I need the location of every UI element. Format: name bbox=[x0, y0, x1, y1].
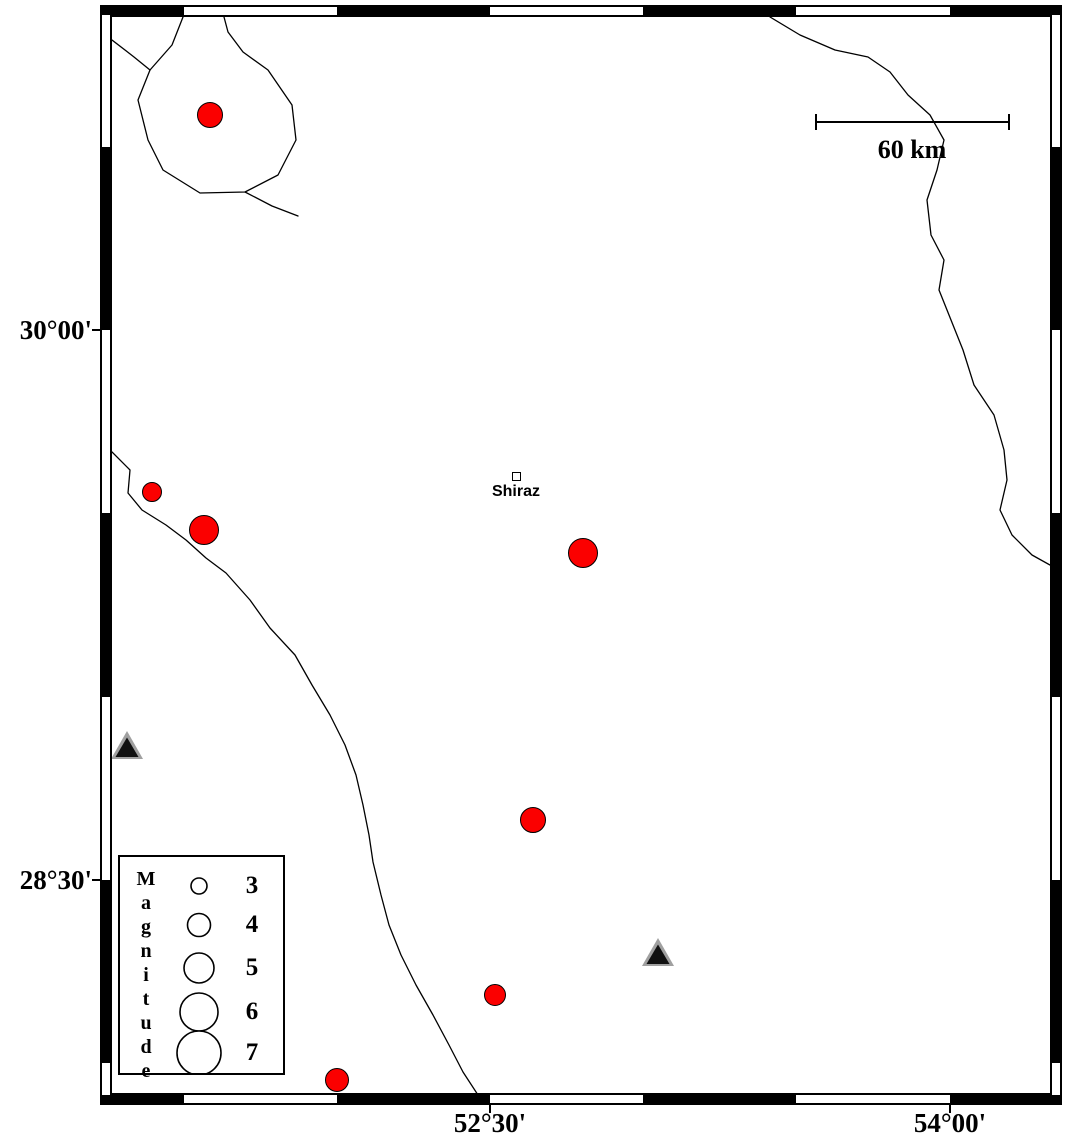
earthquake-marker bbox=[189, 515, 219, 545]
frame-segment bbox=[337, 1095, 490, 1103]
marker-layer bbox=[112, 17, 1050, 1093]
frame-segment bbox=[102, 147, 110, 330]
magnitude-legend: Magnitude 3 4 5 6 7 bbox=[118, 855, 285, 1084]
axis-label-lon-5400: 54°00' bbox=[913, 1108, 987, 1138]
axis-tick bbox=[92, 879, 100, 881]
frame-segment bbox=[102, 880, 110, 1063]
frame-segment bbox=[337, 7, 490, 15]
frame-segment bbox=[643, 7, 796, 15]
legend-magnitude-circle bbox=[179, 992, 219, 1032]
frame-segment bbox=[1052, 147, 1060, 330]
scale-bar-line bbox=[815, 121, 1010, 123]
city-label: Shiraz bbox=[491, 483, 540, 500]
legend-magnitude-label: 7 bbox=[245, 1039, 259, 1066]
earthquake-marker bbox=[325, 1068, 349, 1092]
axis-tick bbox=[949, 1105, 951, 1113]
frame-segment bbox=[950, 1095, 1060, 1103]
city-marker-square bbox=[512, 472, 521, 481]
scale-bar-label: 60 km bbox=[877, 135, 947, 164]
map-canvas: Shiraz 60 km Magnitude 3 4 5 6 7 bbox=[110, 15, 1052, 1095]
legend-circles bbox=[176, 877, 222, 1073]
axis-label-lat-2830: 28°30' bbox=[19, 865, 92, 895]
legend-magnitude-circle bbox=[183, 952, 215, 984]
legend-magnitude-circle bbox=[176, 1030, 222, 1073]
map-frame: Shiraz 60 km Magnitude 3 4 5 6 7 bbox=[100, 5, 1062, 1105]
axis-tick bbox=[92, 329, 100, 331]
boundary-line-southwest-fault bbox=[112, 451, 478, 1093]
boundary-line-west-connector bbox=[112, 39, 151, 71]
earthquake-marker bbox=[197, 102, 223, 128]
frame-segment bbox=[102, 7, 184, 15]
scale-bar bbox=[815, 114, 1010, 130]
legend-magnitude-label: 6 bbox=[245, 998, 259, 1025]
frame-segment bbox=[1052, 513, 1060, 697]
legend-magnitude-label: 5 bbox=[245, 954, 259, 981]
earthquake-marker bbox=[484, 984, 506, 1006]
frame-segment bbox=[950, 7, 1060, 15]
earthquake-marker bbox=[520, 807, 546, 833]
earthquake-marker bbox=[568, 538, 598, 568]
earthquake-marker bbox=[142, 482, 162, 502]
legend-magnitude-circle bbox=[190, 877, 208, 895]
station-triangle-marker bbox=[112, 731, 143, 759]
station-triangle-marker bbox=[642, 938, 674, 966]
frame-segment bbox=[1052, 880, 1060, 1063]
scale-bar-end-tick bbox=[815, 114, 817, 130]
frame-segment bbox=[102, 513, 110, 697]
legend-title: Magnitude bbox=[135, 868, 157, 1084]
legend-magnitude-label: 3 bbox=[245, 872, 259, 899]
boundary-line-east bbox=[769, 17, 1050, 566]
boundary-line-basin-tail bbox=[244, 191, 299, 217]
frame-segment bbox=[643, 1095, 796, 1103]
axis-label-lat-3000: 30°00' bbox=[19, 315, 92, 345]
legend-magnitude-circle bbox=[186, 912, 212, 938]
axis-tick bbox=[489, 1105, 491, 1113]
axis-label-lon-5230: 52°30' bbox=[453, 1108, 527, 1138]
boundary-lines bbox=[112, 17, 1050, 1093]
frame-segment bbox=[102, 1095, 184, 1103]
legend-magnitude-label: 4 bbox=[245, 911, 259, 938]
scale-bar-end-tick bbox=[1008, 114, 1010, 130]
